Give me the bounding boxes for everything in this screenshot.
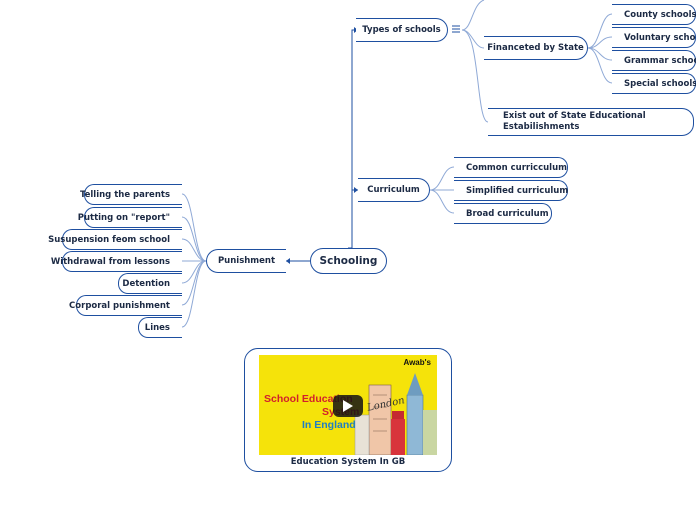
topic-label: Types of schools	[362, 25, 441, 35]
topic-curriculum[interactable]: Curriculum	[358, 178, 430, 202]
topic-common-curriculum[interactable]: Common curricculum	[454, 157, 568, 178]
topic-county-schools[interactable]: County schools	[612, 4, 696, 25]
topic-label: County schools	[624, 9, 696, 20]
topic-label: Exist out of State Educational Estabilis…	[503, 111, 646, 132]
topic-label: Detention	[122, 278, 170, 289]
play-triangle-icon	[343, 400, 353, 412]
topic-special-schools[interactable]: Special schools	[612, 73, 696, 94]
topic-label: Financeted by State	[487, 43, 584, 53]
video-caption: Education System In GB	[290, 457, 406, 467]
topic-exist-out-of-state[interactable]: Exist out of State Educational Estabilis…	[488, 108, 694, 136]
topic-label: Voluntary schools	[624, 32, 696, 43]
brand-text: Awab's	[403, 358, 431, 367]
thumbnail-title-line: School Education	[264, 393, 353, 405]
topic-grammar-schools[interactable]: Grammar schools	[612, 50, 696, 71]
topic-label: Broad curriculum	[466, 208, 549, 219]
topic-label: Common curricculum	[466, 162, 567, 173]
topic-label: Grammar schools	[624, 55, 696, 66]
topic-label: Lines	[144, 322, 170, 333]
topic-lines[interactable]: Lines	[138, 317, 182, 338]
topic-telling-the-parents[interactable]: Telling the parents	[80, 184, 182, 205]
topic-types-of-schools[interactable]: Types of schools	[356, 18, 448, 42]
topic-simplified-curriculum[interactable]: Simplified curriculum	[454, 180, 568, 201]
topic-label: Susupension feom school	[48, 234, 170, 245]
topic-label: Special schools	[624, 78, 696, 89]
topic-label: Punishment	[217, 256, 276, 266]
topic-label: Corporal punishment	[69, 300, 170, 311]
london-landmarks-illustration	[354, 373, 437, 455]
collapsed-menu-icon[interactable]	[451, 24, 461, 34]
video-thumbnail[interactable]: Awab's School Education System In Englan…	[259, 355, 437, 455]
topic-withdrawal-from-lessons[interactable]: Withdrawal from lessons	[51, 251, 182, 272]
topic-punishment[interactable]: Punishment	[206, 249, 286, 273]
thumbnail-brand: Awab's	[403, 358, 431, 367]
topic-broad-curriculum[interactable]: Broad curriculum	[454, 203, 552, 224]
video-attachment-card[interactable]: Awab's School Education System In Englan…	[244, 348, 452, 472]
topic-label: Telling the parents	[79, 189, 170, 200]
topic-label: Curriculum	[367, 185, 420, 195]
topic-label: Putting on "report"	[77, 212, 170, 223]
thumbnail-title-line: In England	[302, 419, 356, 431]
topic-putting-on-report[interactable]: Putting on "report"	[78, 207, 182, 228]
topic-label: Withdrawal from lessons	[50, 256, 170, 267]
topic-suspension-from-school[interactable]: Susupension feom school	[48, 229, 182, 250]
topic-label: Simplified curriculum	[466, 185, 569, 196]
topic-financed-by-state[interactable]: Financeted by State	[484, 36, 588, 60]
topic-corporal-punishment[interactable]: Corporal punishment	[69, 295, 182, 316]
topic-detention[interactable]: Detention	[118, 273, 182, 294]
play-icon[interactable]	[333, 395, 363, 417]
topic-voluntary-schools[interactable]: Voluntary schools	[612, 27, 696, 48]
central-topic-schooling[interactable]: Schooling	[310, 248, 387, 274]
